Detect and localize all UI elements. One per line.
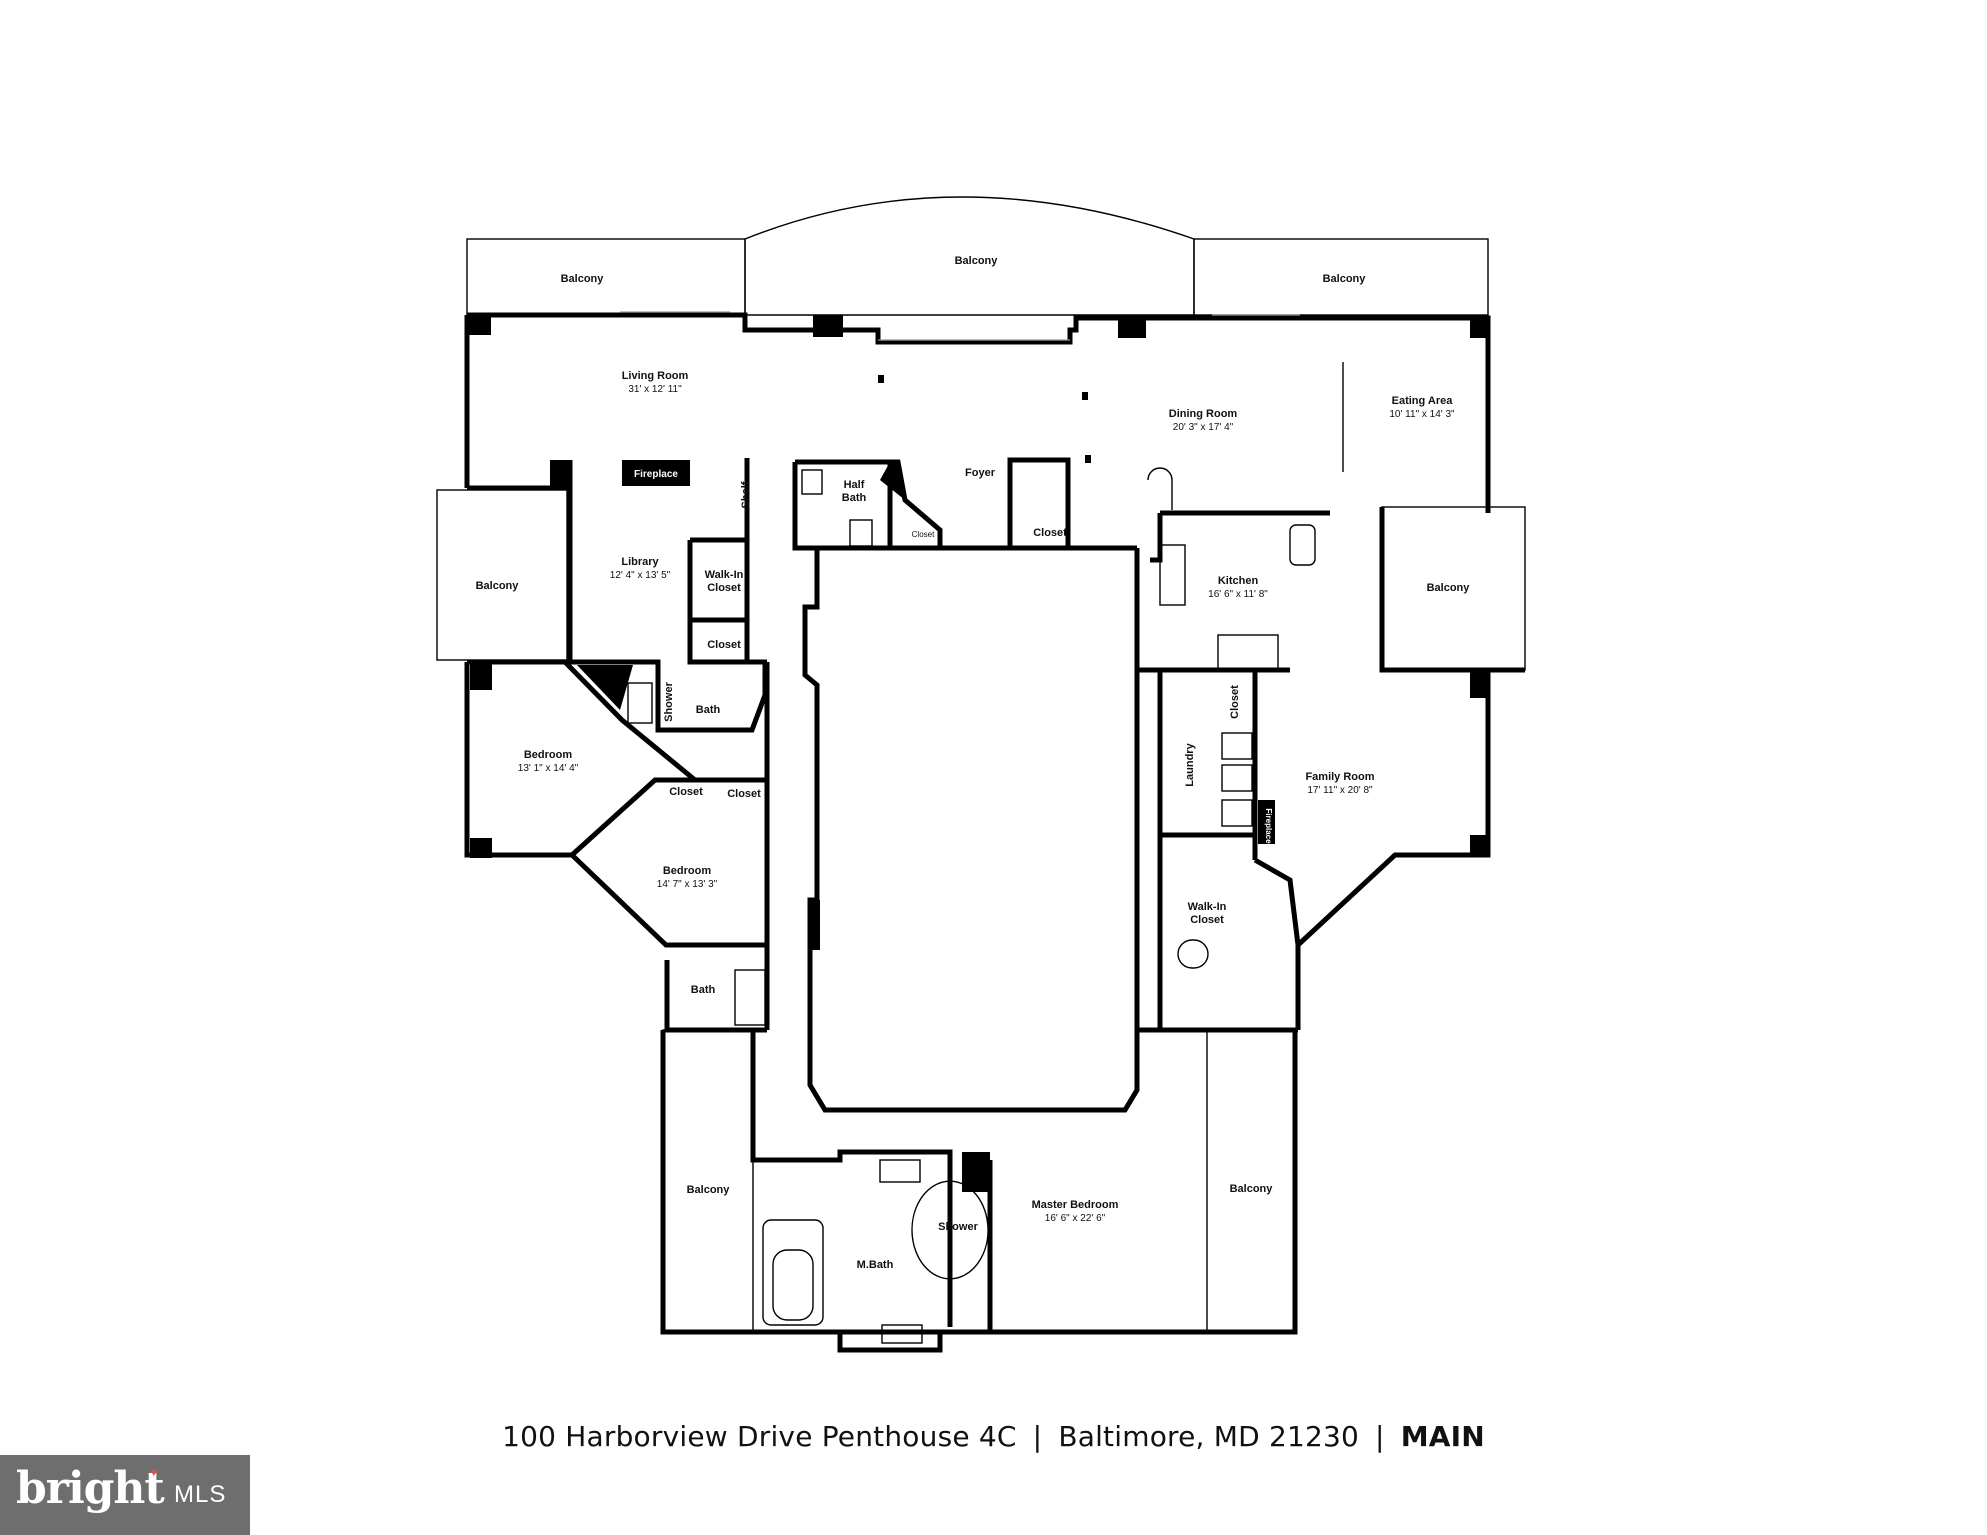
walkin-closet-lib-label: Walk-In [705, 569, 744, 581]
logo-brand: bright [16, 1463, 165, 1514]
bedroom2-dims: 14' 7" x 13' 3" [657, 879, 718, 890]
closet-b1-label: Closet [669, 786, 703, 798]
bright-mls-logo: bright ✦ MLS [0, 1455, 250, 1535]
foyer-label: Foyer [965, 467, 996, 479]
half-bath-label-2: Bath [842, 492, 867, 504]
balcony-bl-label: Balcony [687, 1184, 731, 1196]
balcony-top-label: Balcony [955, 255, 999, 267]
walkin-closet-lib-label-2: Closet [707, 582, 741, 594]
balcony-tl-label: Balcony [561, 273, 605, 285]
closet-b2-label: Closet [727, 788, 761, 800]
closet-laundry-label: Closet [1229, 685, 1241, 719]
address-caption: 100 Harborview Drive Penthouse 4C | Baltim… [0, 1420, 1987, 1453]
master-bedroom-dims: 16' 6" x 22' 6" [1045, 1213, 1106, 1224]
living-room-label: Living Room [622, 370, 689, 382]
bath-upper-label: Bath [696, 704, 721, 716]
fireplace-family-box [1258, 800, 1275, 844]
columns [467, 315, 1490, 1192]
walkin-closet-master-label: Walk-In [1188, 901, 1227, 913]
bedroom1-dims: 13' 1" x 14' 4" [518, 763, 579, 774]
master-bedroom-label: Master Bedroom [1032, 1199, 1119, 1211]
laundry-label: Laundry [1184, 742, 1196, 786]
walkin-closet-master-label-2: Closet [1190, 914, 1224, 926]
dining-room-label: Dining Room [1169, 408, 1238, 420]
walls [464, 312, 1525, 1353]
library-dims: 12' 4" x 13' 5" [610, 570, 671, 581]
family-room-label: Family Room [1305, 771, 1374, 783]
closet-foyer-label: Closet [1033, 527, 1067, 539]
bath-lower-label: Bath [691, 984, 716, 996]
shelf-label: Shelf [740, 481, 752, 508]
shower-upper-label: Shower [663, 681, 675, 721]
caption-separator-1: | [1032, 1420, 1043, 1453]
mbath-label: M.Bath [857, 1259, 894, 1271]
kitchen-dims: 16' 6" x 11' 8" [1208, 589, 1268, 600]
logo-spark-icon: ✦ [148, 1465, 160, 1481]
shower-master-label: Shower [938, 1221, 978, 1233]
logo-suffix: MLS [174, 1481, 227, 1508]
fireplace-living-label: Fireplace [634, 469, 678, 480]
eating-area-dims: 10' 11" x 14' 3" [1389, 409, 1455, 420]
fireplace-family-label: Fireplace [1264, 808, 1273, 844]
dining-room-dims: 20' 3" x 17' 4" [1173, 422, 1234, 433]
fireplace-living-box [622, 460, 690, 486]
bedroom2-label: Bedroom [663, 865, 712, 877]
closet-lib-label: Closet [707, 639, 741, 651]
library-label: Library [621, 556, 659, 568]
living-room-dims: 31' x 12' 11" [628, 384, 682, 395]
room-labels: Balcony Balcony Balcony Living Room 31' … [476, 255, 1471, 1271]
balcony-right-label: Balcony [1427, 582, 1471, 594]
caption-address: 100 Harborview Drive Penthouse 4C [502, 1420, 1017, 1453]
balcony-left-label: Balcony [476, 580, 520, 592]
caption-separator-2: | [1375, 1420, 1385, 1453]
interior-details [620, 311, 1344, 1344]
half-bath-label: Half [844, 479, 865, 491]
caption-level: MAIN [1400, 1420, 1485, 1453]
family-room-dims: 17' 11" x 20' 8" [1307, 785, 1373, 796]
kitchen-label: Kitchen [1218, 575, 1259, 587]
eating-area-label: Eating Area [1392, 395, 1454, 407]
caption-city: Baltimore, MD 21230 [1058, 1420, 1360, 1453]
closet-foyer-small-label: Closet [912, 530, 935, 539]
bedroom1-label: Bedroom [524, 749, 573, 761]
balcony-tr-label: Balcony [1323, 273, 1367, 285]
balcony-br-label: Balcony [1230, 1183, 1274, 1195]
